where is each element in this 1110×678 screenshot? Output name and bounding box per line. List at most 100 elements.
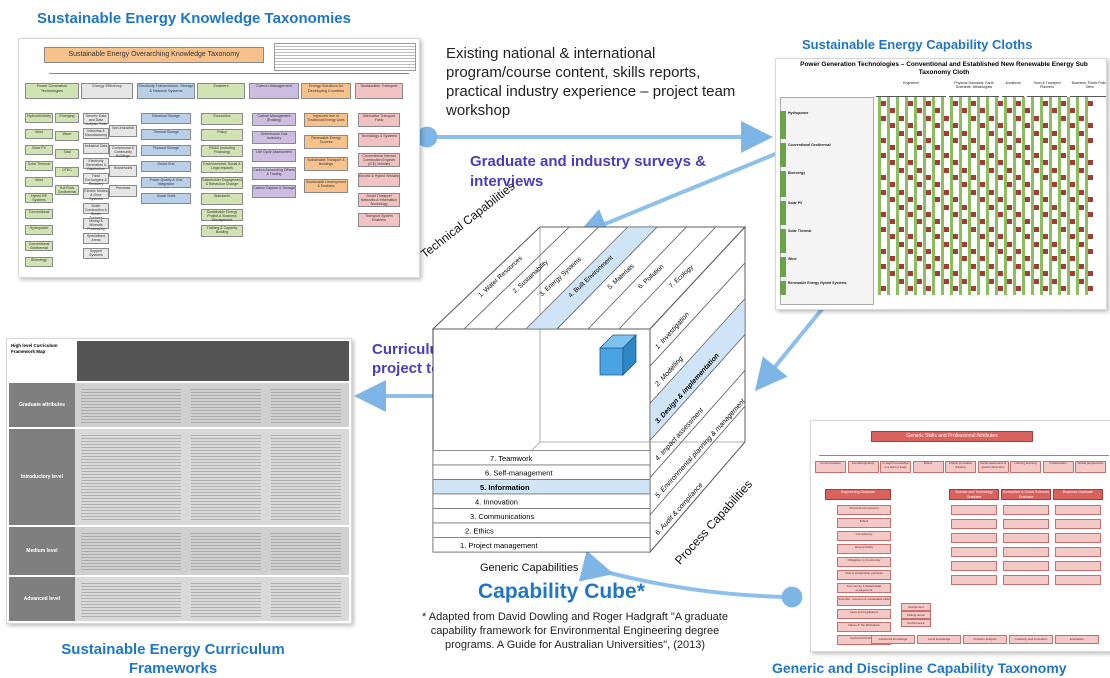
cloth-cell	[1034, 167, 1039, 173]
cloth-cell	[962, 182, 967, 188]
cloth-column-stripe	[1049, 97, 1052, 295]
taxonomy-item: Sustainable Transport & Buildings	[304, 157, 348, 171]
taxonomy-item: Thermal Storage	[141, 129, 191, 140]
cloth-cell	[1007, 167, 1012, 173]
cloth-cell	[1025, 123, 1030, 129]
cloth-cell	[1043, 138, 1048, 143]
cloth-cell	[1007, 182, 1012, 188]
taxonomy-category: Enablers	[197, 83, 245, 99]
cloth-cell	[1061, 189, 1066, 195]
cloth-cell	[1007, 256, 1012, 262]
cloth-cell	[899, 204, 904, 210]
cloth-cell	[899, 189, 904, 195]
cloth-cell	[989, 189, 994, 195]
capability-cloth-panel: Power Generation Technologies – Conventi…	[775, 58, 1107, 310]
taxonomy-category: Sustainable Transport	[355, 83, 403, 99]
cloth-cell	[1070, 108, 1075, 114]
cloth-row-group-label: Conventional Geothermal	[788, 143, 831, 147]
taxonomy-item: RD&D (including Financing)	[201, 145, 243, 157]
cloth-cell	[1034, 115, 1039, 121]
cloth-cell	[881, 138, 886, 143]
discipline-attribute	[1003, 547, 1049, 557]
discipline-attribute	[1003, 533, 1049, 543]
cloth-column-stripe	[1067, 97, 1070, 295]
cloth-cell	[890, 160, 895, 166]
framework-cell-text	[81, 433, 181, 521]
discipline-attribute	[951, 575, 997, 585]
citation-text: * Adapted from David Dowling and Roger H…	[422, 611, 728, 651]
cloth-cell	[881, 101, 886, 106]
taxonomy-item: Solar Thermal	[25, 161, 53, 171]
taxonomy-item: Conventional Internal Combustion Engines…	[358, 153, 400, 167]
cloth-row-group-bar	[780, 257, 786, 277]
cloth-cell	[1061, 226, 1066, 232]
cloth-cell	[1034, 130, 1039, 136]
cloth-cell	[1043, 123, 1048, 129]
cloth-cell	[899, 241, 904, 247]
cloth-cell	[926, 263, 931, 269]
taxonomy-description	[274, 43, 416, 71]
cloth-cell	[980, 160, 985, 166]
cloth-cell	[1007, 108, 1012, 114]
cloth-cell	[926, 138, 931, 143]
cloth-cell	[1088, 197, 1093, 203]
cloth-cell	[971, 286, 976, 291]
cloth-cell	[890, 123, 895, 129]
cloth-cell	[944, 152, 949, 158]
taxonomy-item: Hybrid RE Systems	[25, 193, 53, 203]
cloth-cell	[1025, 145, 1030, 151]
cloth-cell	[881, 263, 886, 269]
discipline-attribute	[951, 547, 997, 557]
cloth-row-group-label: Bioenergy	[788, 171, 806, 175]
cloth-column-stripe	[1040, 97, 1043, 295]
cloth-cell	[1070, 182, 1075, 188]
cloth-cell	[917, 219, 922, 225]
cloth-cell	[1052, 145, 1057, 151]
generic-skill-top: Social awareness & global citizenship	[977, 461, 1009, 473]
cloth-cell	[1088, 286, 1093, 291]
cloth-cell	[1070, 271, 1075, 277]
framework-cell-text	[81, 581, 181, 617]
cloth-cell	[890, 145, 895, 151]
cloth-row-group-bar	[780, 281, 786, 295]
cloth-cell	[1079, 152, 1084, 158]
cloth-column-stripe	[941, 97, 944, 295]
cloth-cell	[908, 286, 913, 291]
cloth-cell	[980, 256, 985, 262]
engineering-attribute: Laws and regulations	[837, 609, 891, 619]
cloth-cell	[998, 123, 1003, 129]
cloth-cell	[1025, 256, 1030, 262]
taxonomy-item: Economics	[201, 113, 243, 125]
cloth-cell	[944, 241, 949, 247]
cloth-cell	[1052, 182, 1057, 188]
discipline-attribute	[1003, 505, 1049, 515]
framework-row-label: Advanced level	[9, 577, 75, 621]
cloth-cell	[1088, 101, 1093, 106]
framework-header-band	[77, 341, 349, 381]
cloth-cell	[926, 115, 931, 121]
cloth-cell	[1025, 182, 1030, 188]
cloth-cell	[1061, 152, 1066, 158]
cloth-cell	[989, 167, 994, 173]
cloth-cell	[944, 130, 949, 136]
discipline-attribute	[1003, 575, 1049, 585]
cloth-cell	[1007, 241, 1012, 247]
cloth-cell	[1061, 286, 1066, 291]
cloth-cell	[917, 204, 922, 210]
cloth-cell	[1052, 219, 1057, 225]
cloth-cell	[980, 123, 985, 129]
cloth-cell	[881, 152, 886, 158]
cube-generic-label: 3. Communications	[470, 512, 534, 521]
cloth-column-stripe	[977, 97, 980, 295]
generic-skills-panel: Generic Skills and Professional Attribut…	[810, 420, 1110, 652]
taxonomy-item: Power Quality & Grid Integration	[141, 177, 191, 188]
cloth-cell	[962, 219, 967, 225]
cloth-cell	[881, 189, 886, 195]
cloth-cell	[1043, 234, 1048, 240]
cloth-cell	[1043, 271, 1048, 277]
generic-skill-top: Interdisciplinarity	[847, 461, 879, 473]
cube-generic-row	[432, 537, 651, 553]
cloth-cell	[962, 108, 967, 114]
cloth-cell	[998, 101, 1003, 106]
cloth-cell	[971, 175, 976, 180]
